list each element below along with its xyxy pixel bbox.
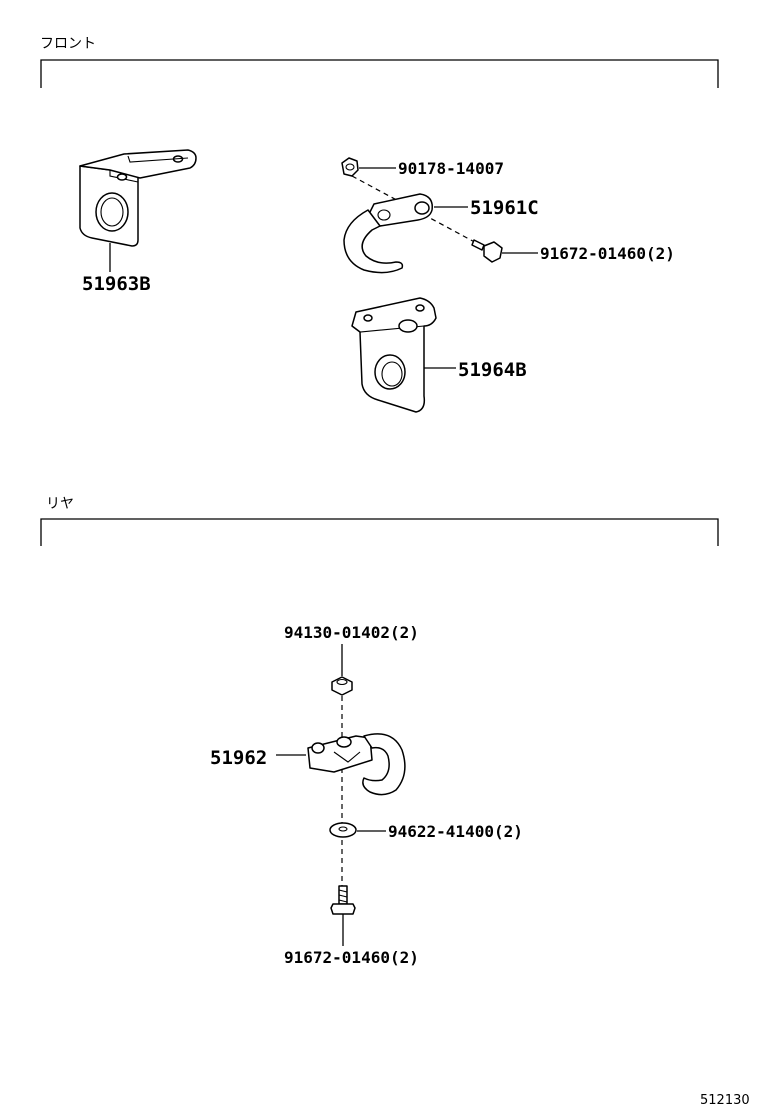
section-title-rear: リヤ [46,496,74,512]
bracket-51963b [79,149,197,247]
label-51961c: 51961C [470,197,539,219]
bolt-91672-01460-rear [330,885,356,915]
label-91672-01460-front: 91672-01460(2) [540,244,675,263]
hook-51961c [343,193,433,274]
nut-90178-14007 [341,157,359,177]
hook-51962 [307,733,406,796]
diagram-code: 512130 [700,1093,750,1108]
nut-94130-01402 [331,676,353,696]
section-frame-front [40,59,719,88]
washer-94622-41400 [329,822,357,838]
label-91672-01460-rear: 91672-01460(2) [284,948,419,967]
label-51962: 51962 [210,747,267,769]
label-94130-01402: 94130-01402(2) [284,623,419,642]
section-frame-rear [40,518,719,546]
label-90178-14007: 90178-14007 [398,159,504,178]
label-51964b: 51964B [458,359,527,381]
label-94622-41400: 94622-41400(2) [388,822,523,841]
bracket-51964b [351,297,437,413]
section-title-front: フロント [40,36,96,52]
label-51963b: 51963B [82,273,151,295]
bolt-91672-01460-front [471,239,503,263]
